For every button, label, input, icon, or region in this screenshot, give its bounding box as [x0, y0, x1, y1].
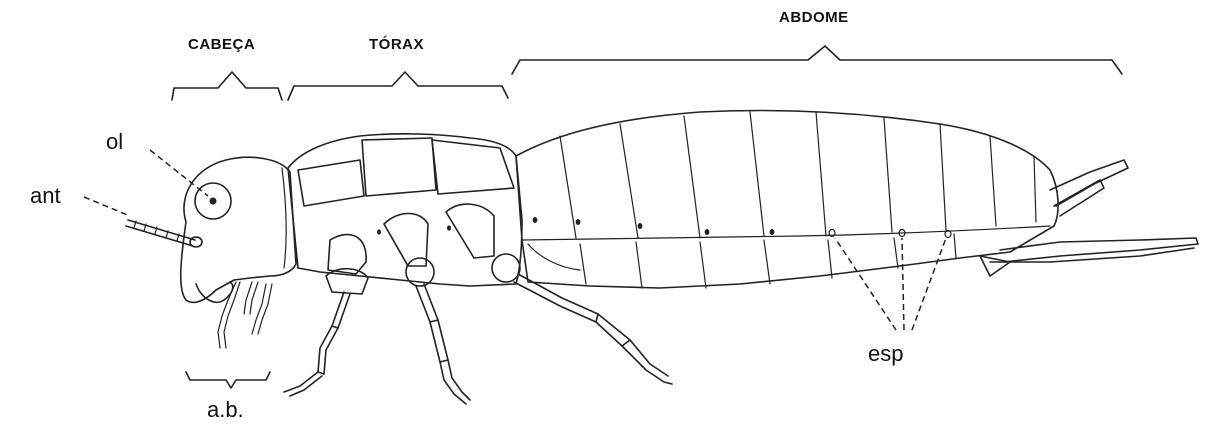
head-bracket [172, 72, 282, 100]
hind-leg [514, 274, 672, 384]
head-label: CABEÇA [188, 37, 255, 52]
thorax-pleural-plates [328, 204, 494, 274]
antenna-label: ant [30, 185, 61, 207]
abdomen-outline [516, 111, 1058, 289]
antenna-socket [190, 237, 202, 247]
cerci [1050, 160, 1128, 216]
spiracles-label: esp [868, 343, 903, 365]
mouthpart-palps [218, 282, 272, 348]
thorax-dorsal-plates [298, 138, 514, 206]
thorax-label: TÓRAX [369, 37, 424, 52]
thorax-bracket [288, 72, 508, 100]
abdomen-dorsal-segments [560, 112, 1036, 238]
spiracle-leaders [835, 238, 946, 330]
abdomen-bracket [512, 46, 1122, 74]
front-leg [284, 292, 350, 396]
middle-leg [416, 284, 470, 404]
abdomen-label: ABDOME [779, 10, 849, 25]
abdomen-ventral-segments [528, 234, 956, 288]
mouthparts-label: a.b. [207, 399, 244, 421]
ocellus-center [210, 198, 217, 205]
abdomen-lateral-fold [522, 226, 1050, 240]
head-outline [181, 157, 296, 302]
antenna-leader [84, 197, 130, 216]
mouthparts-bracket [186, 372, 270, 388]
head-neck-line [282, 168, 286, 268]
ocellus-label: ol [106, 131, 123, 153]
ovipositor [980, 238, 1198, 276]
